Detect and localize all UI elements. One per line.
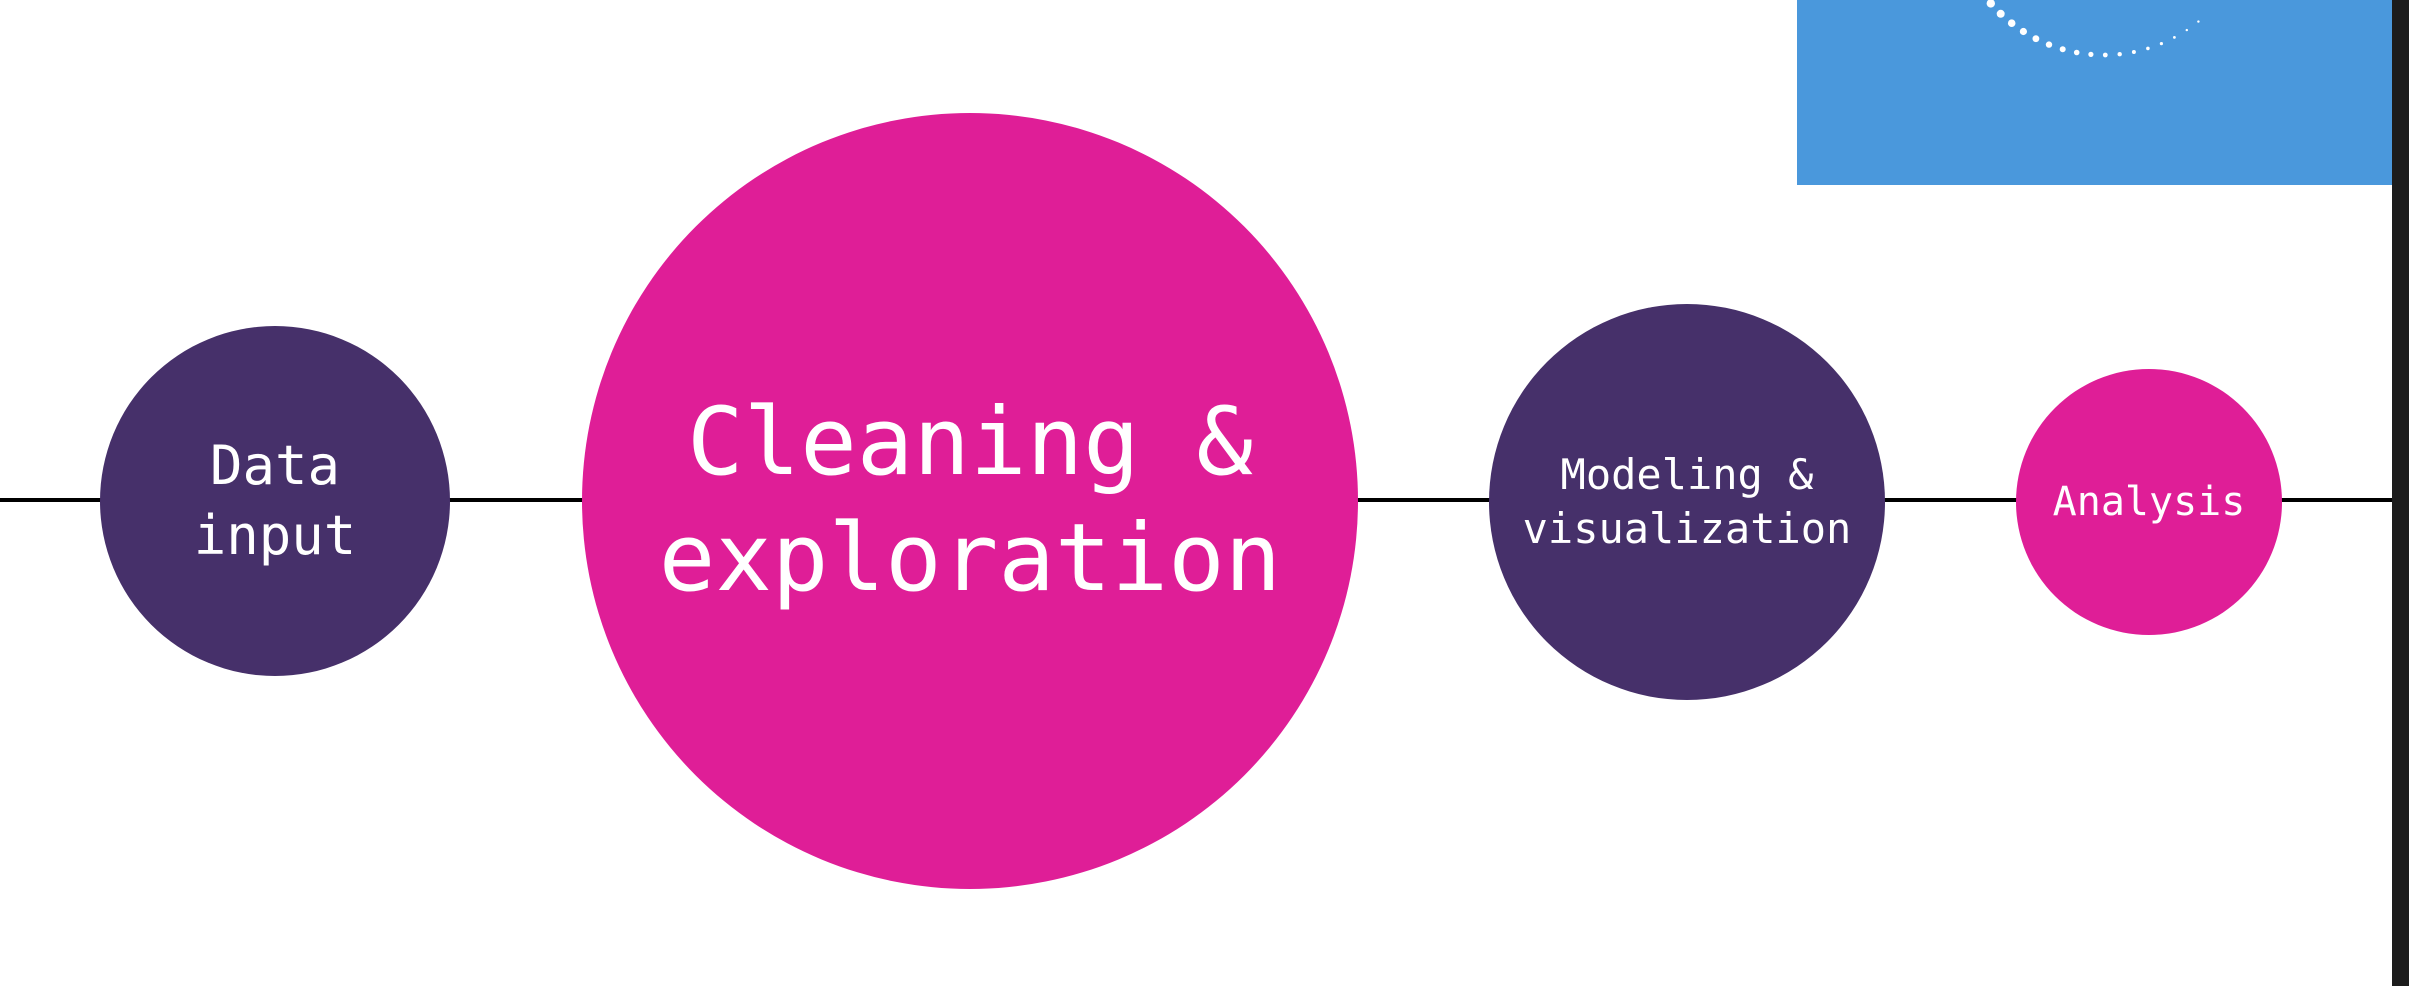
arc-dot [2117,52,2122,57]
arc-dot [2173,36,2176,39]
stage-analysis: Analysis [2016,369,2282,635]
blue-panel-background [1797,0,2392,185]
stage-modeling-visualization-label: Modeling & visualization [1522,450,1852,553]
arc-dot [2185,28,2188,32]
stage-analysis-label: Analysis [2052,479,2246,525]
stage-cleaning-exploration: Cleaning & exploration [582,113,1358,889]
blue-corner-panel [1797,0,2392,185]
stage-data-input-label: Data input [193,434,357,567]
arc-dot [2032,35,2040,43]
arc-dot [2102,52,2108,58]
arc-dot [1986,0,1995,8]
arc-dot [2059,46,2066,53]
arc-dot [1996,9,2005,18]
arc-dot [2019,27,2027,36]
dotted-arc-graphic [1797,0,2392,185]
arc-dot [2146,46,2150,51]
arc-dot [2159,42,2163,46]
right-edge-bar [2392,0,2409,986]
arc-dot [2088,51,2094,58]
stage-modeling-visualization: Modeling & visualization [1489,304,1885,700]
arc-dot [2045,41,2053,48]
arc-dot [2073,49,2080,56]
stage-cleaning-exploration-label: Cleaning & exploration [658,388,1282,613]
stage-data-input: Data input [100,326,450,676]
arc-dot [2197,20,2200,23]
arc-dot [2131,50,2136,54]
arc-dot [2007,19,2016,28]
